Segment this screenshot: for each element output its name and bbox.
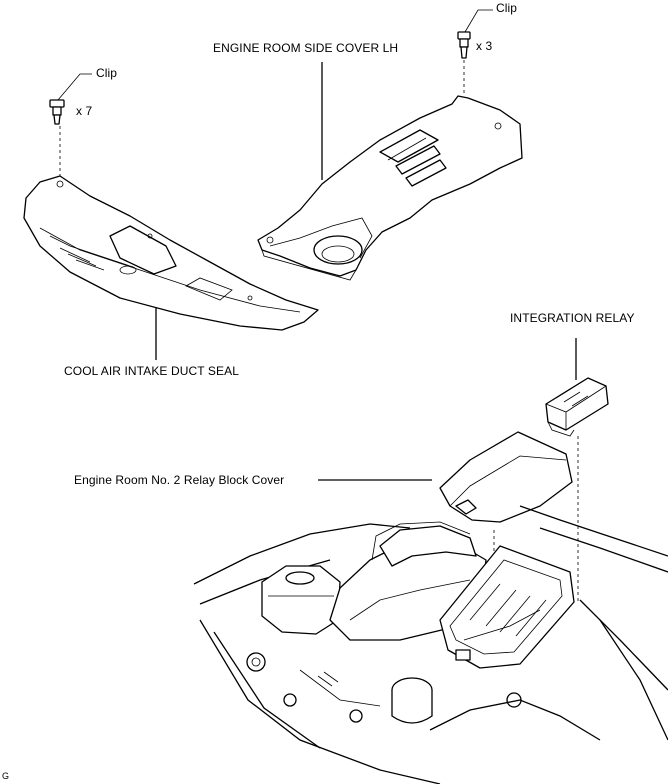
relay-block-cover-label: Engine Room No. 2 Relay Block Cover (74, 473, 285, 487)
engine-compartment (193, 505, 668, 784)
figure-code: G (2, 771, 10, 781)
engine-room-side-cover (257, 95, 523, 281)
integration-relay (545, 377, 609, 437)
cool-air-intake-duct-seal (23, 175, 319, 331)
clip-top-leader (464, 9, 493, 33)
clip-top-icon (457, 31, 471, 59)
clip-top-label: Clip (496, 1, 518, 15)
clip-left-label: Clip (96, 66, 118, 80)
relay-block-cover (439, 431, 573, 523)
clip-left-count: x 7 (76, 104, 93, 118)
clip-top-count: x 3 (476, 39, 493, 53)
clip-left-leader (57, 73, 92, 101)
clip-left-icon (49, 99, 65, 125)
side-cover-label: ENGINE ROOM SIDE COVER LH (213, 41, 399, 55)
integration-relay-label: INTEGRATION RELAY (510, 311, 635, 325)
duct-seal-label: COOL AIR INTAKE DUCT SEAL (64, 364, 239, 378)
